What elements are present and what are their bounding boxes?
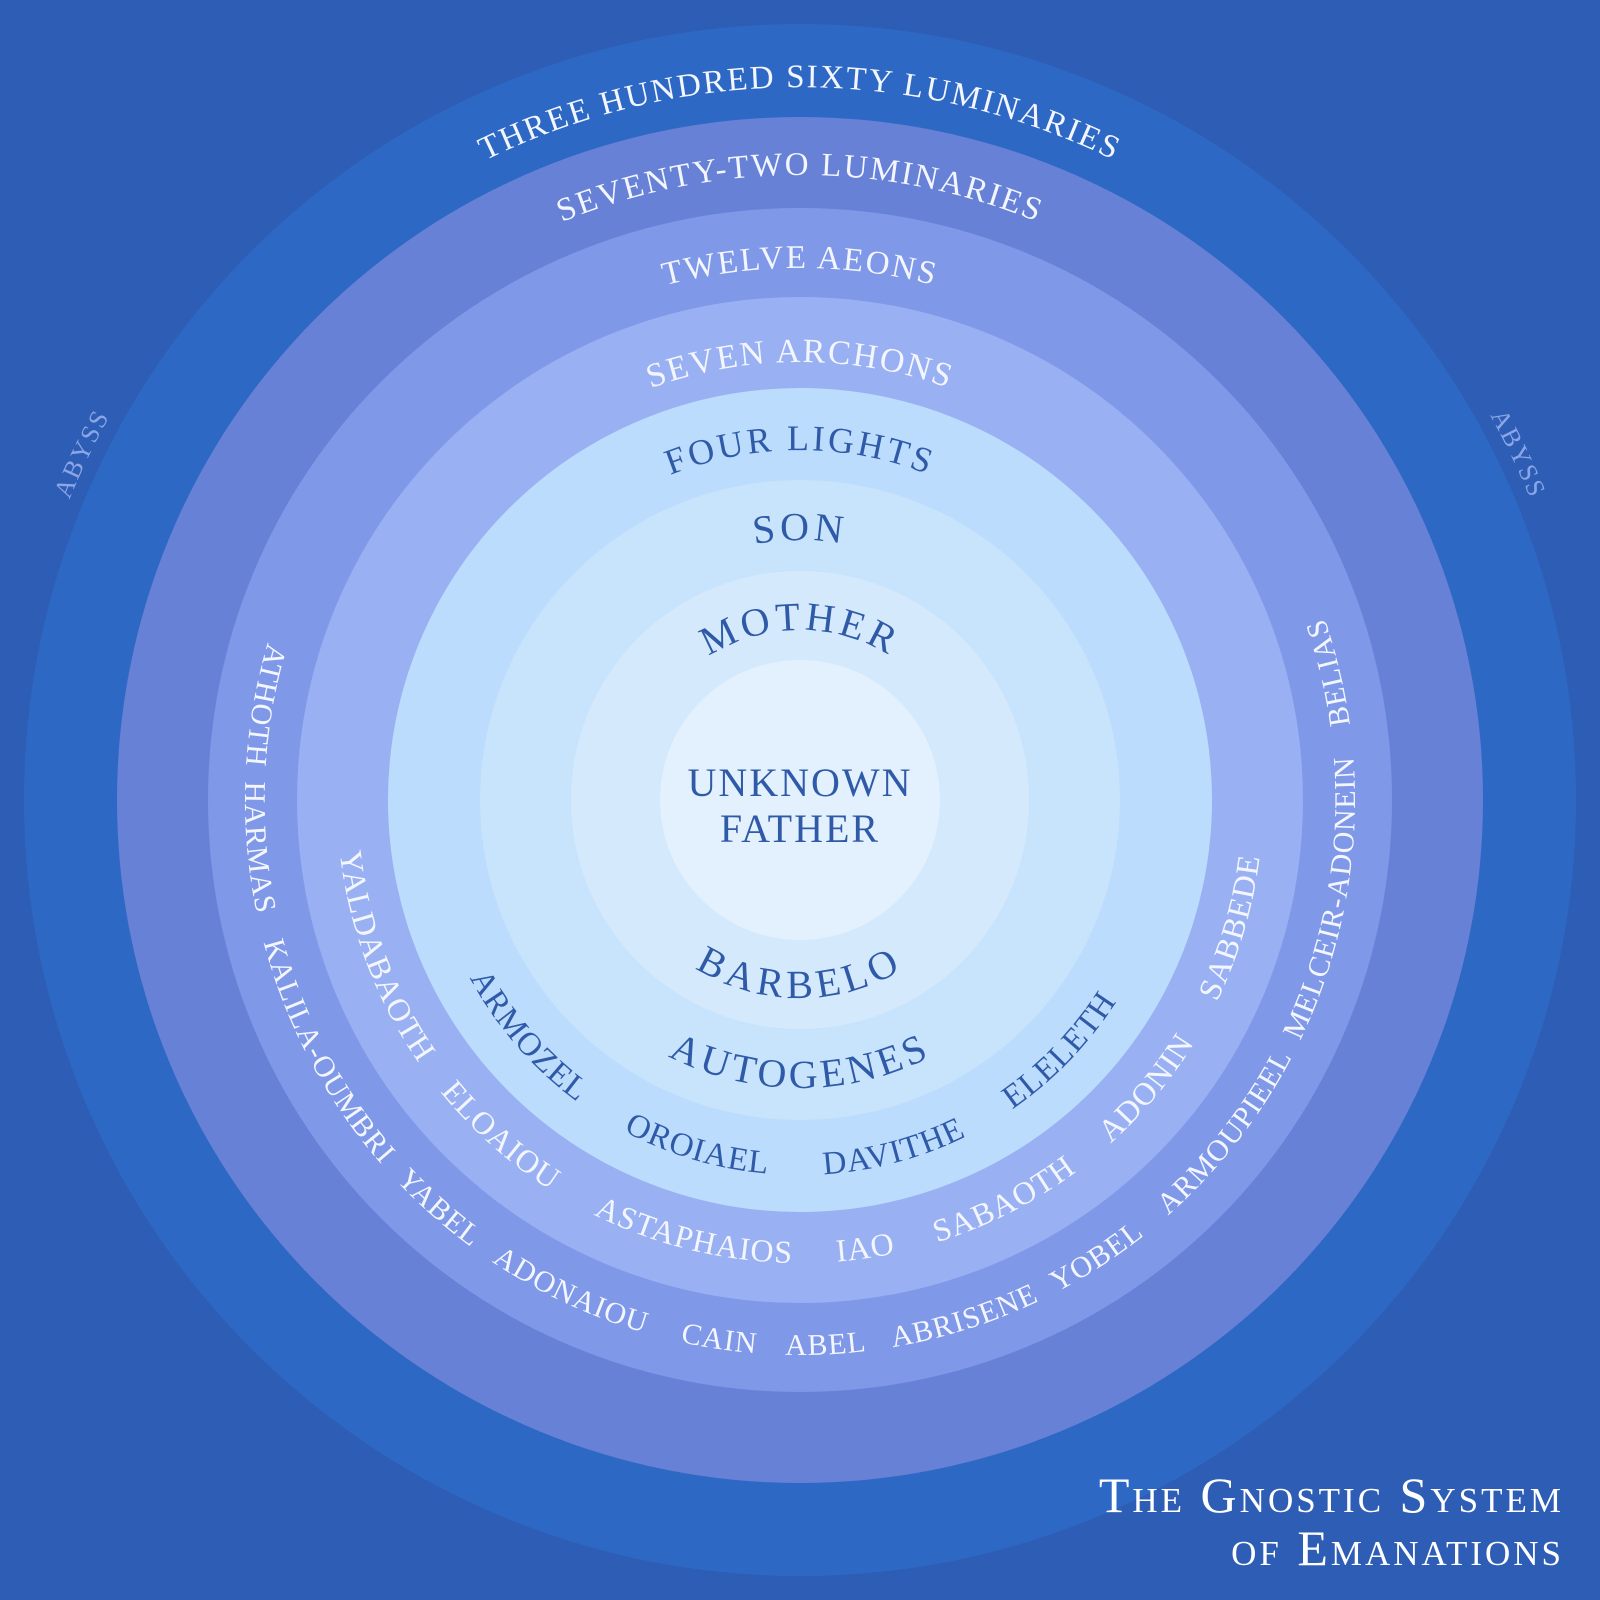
- name-seven-archons: IAO: [834, 1225, 897, 1269]
- label-son: SON: [750, 504, 850, 553]
- title-line-2: of Emanations: [1231, 1520, 1564, 1576]
- label-text: SON: [750, 504, 846, 553]
- title-line-1: The Gnostic System: [1099, 1467, 1564, 1523]
- name-twelve-aeons: ABEL: [785, 1325, 868, 1362]
- rings: [24, 24, 1576, 1576]
- ring-unknown-father: [660, 660, 940, 940]
- name-text: IAO: [834, 1225, 896, 1269]
- name-text: ABEL: [785, 1325, 867, 1362]
- label-unknown: UNKNOWN: [687, 760, 912, 805]
- label-father: FATHER: [720, 806, 880, 851]
